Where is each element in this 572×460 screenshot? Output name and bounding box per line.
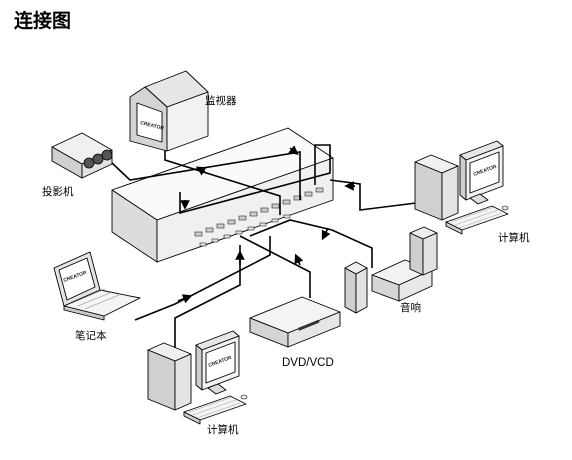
label-monitor: 监视器: [205, 94, 237, 107]
computer-bottom-device: CREATOR: [147, 330, 248, 425]
brand-label: CREATOR: [140, 120, 165, 132]
label-computer-bottom: 计算机: [207, 423, 239, 436]
audio-system-device: [344, 226, 438, 314]
monitor-device: CREATOR: [129, 70, 209, 152]
label-projector: 投影机: [42, 185, 74, 198]
cable-loop: [179, 144, 331, 215]
cable-projector: [111, 145, 301, 200]
computer-right-device: CREATOR: [414, 140, 509, 235]
label-computer-right: 计算机: [498, 231, 530, 244]
page-title: 连接图: [14, 10, 72, 32]
label-audio: 音响: [400, 301, 421, 314]
label-dvd: DVD/VCD: [282, 357, 334, 369]
projector-device: [51, 132, 113, 179]
cable-computer-bottom: [174, 245, 245, 350]
cable-audio: [249, 219, 373, 268]
cable-computer-right: [329, 179, 441, 211]
dvd-player-device: [249, 296, 341, 348]
cable-laptop: [134, 236, 271, 321]
cable-monitor: [164, 150, 281, 215]
label-laptop: 笔记本: [75, 329, 107, 342]
laptop-device: CREATOR: [53, 251, 141, 321]
cable-dvd: [239, 235, 311, 298]
